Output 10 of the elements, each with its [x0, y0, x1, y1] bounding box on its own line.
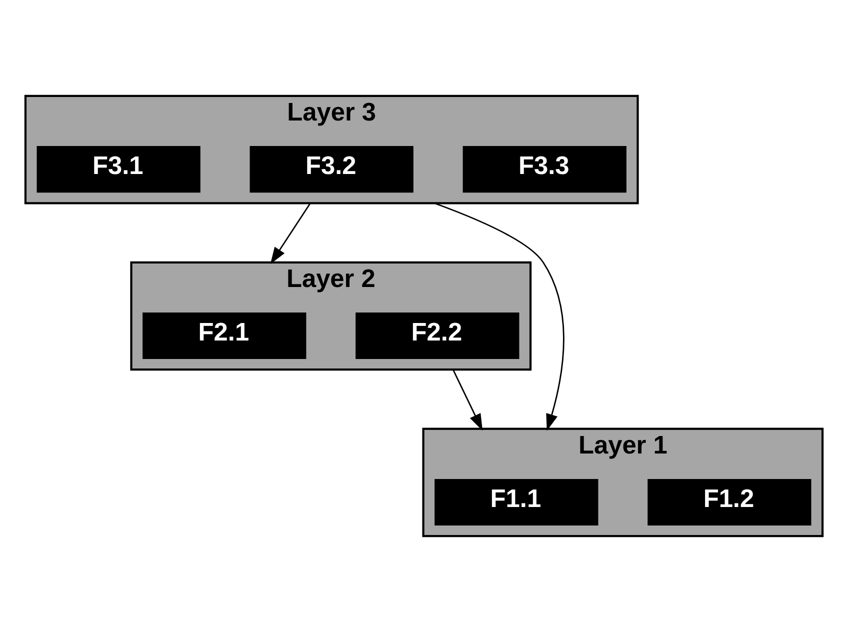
node-box: F2.2 — [356, 312, 520, 359]
arrow — [270, 202, 311, 264]
node-box: F3.1 — [36, 146, 200, 192]
node-box: F1.1 — [434, 478, 598, 525]
node-box: F3.3 — [462, 146, 626, 192]
arrow — [452, 368, 483, 430]
node-box: F2.1 — [142, 312, 306, 359]
node-box: F1.2 — [648, 478, 812, 525]
node-box: F3.2 — [250, 146, 414, 192]
arrow — [434, 202, 564, 430]
